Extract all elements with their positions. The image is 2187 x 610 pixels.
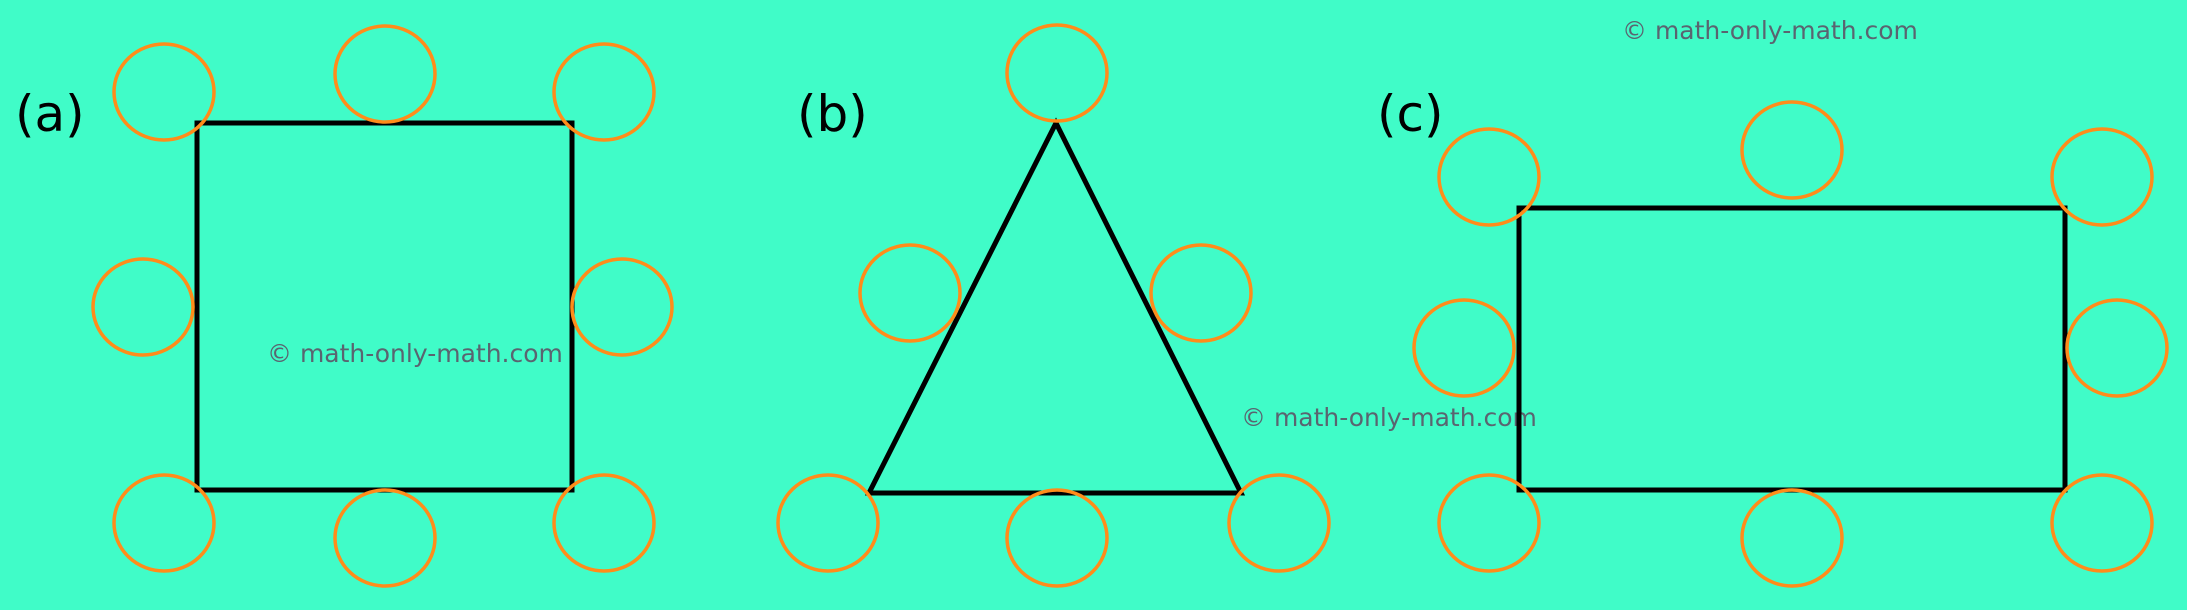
- circle-c-8: [2050, 473, 2154, 573]
- circle-c-4: [1412, 298, 1516, 398]
- circle-a-5: [570, 257, 674, 357]
- watermark-a: © math-only-math.com: [267, 339, 563, 368]
- circle-c-5: [2065, 298, 2169, 398]
- circle-c-2: [1740, 100, 1844, 200]
- panel-c-label: (c): [1377, 85, 1444, 143]
- panel-c-circles: [1412, 100, 2169, 588]
- circle-c-6: [1437, 473, 1541, 573]
- circle-c-1: [1437, 127, 1541, 227]
- panel-b: (b) © math-only-math.com: [776, 23, 1537, 588]
- panel-a-circles: [91, 24, 674, 588]
- circle-a-7: [333, 488, 437, 588]
- circle-a-1: [112, 42, 216, 142]
- circle-b-3: [1149, 243, 1253, 343]
- circle-a-2: [333, 24, 437, 124]
- panel-b-label: (b): [797, 85, 868, 143]
- panel-c: (c) © math-only-math.com: [1377, 16, 2169, 588]
- circle-c-7: [1740, 488, 1844, 588]
- circle-a-3: [552, 42, 656, 142]
- circle-a-8: [552, 473, 656, 573]
- circle-b-5: [1005, 488, 1109, 588]
- panel-a-label: (a): [15, 85, 85, 143]
- circle-c-3: [2050, 127, 2154, 227]
- watermark-c: © math-only-math.com: [1622, 16, 1918, 45]
- circle-b-2: [858, 243, 962, 343]
- circle-a-4: [91, 257, 195, 357]
- circle-b-6: [1227, 473, 1331, 573]
- circle-b-1: [1005, 23, 1109, 123]
- watermark-b: © math-only-math.com: [1241, 403, 1537, 432]
- panel-b-circles: [776, 23, 1331, 588]
- circle-b-4: [776, 473, 880, 573]
- circle-a-6: [112, 473, 216, 573]
- triangle-outline: [864, 117, 1246, 496]
- panel-a: (a) © math-only-math.com: [15, 24, 674, 588]
